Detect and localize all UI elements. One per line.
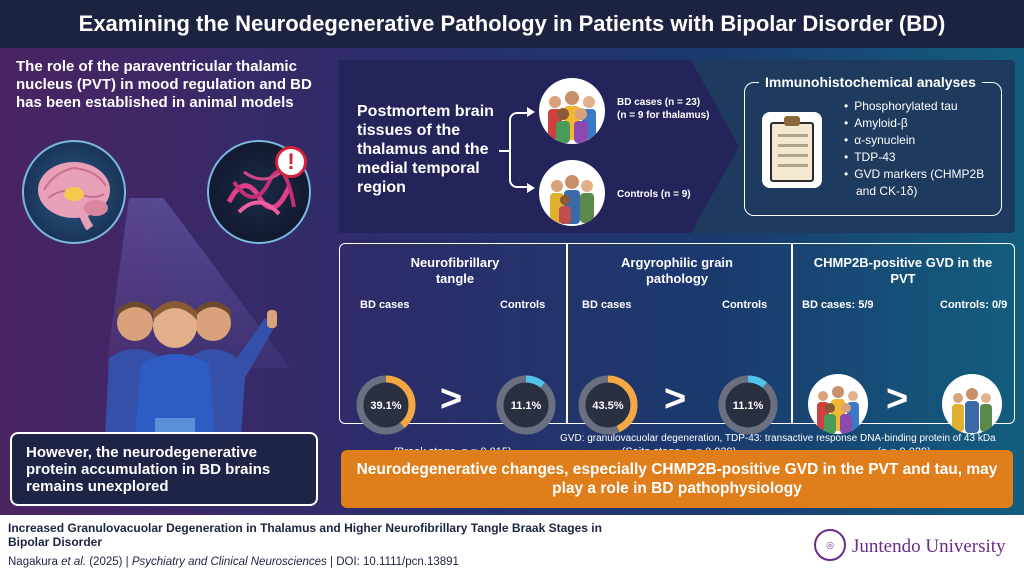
ihc-marker-list: Phosphorylated tau Amyloid-β α-synuclein… bbox=[844, 98, 1004, 200]
checklist-line bbox=[778, 154, 808, 157]
result-agp-controls-label: Controls bbox=[722, 299, 768, 311]
branch-connector bbox=[499, 150, 509, 152]
clipboard-paper bbox=[770, 122, 814, 182]
donut-agp-bd: 43.5% bbox=[578, 375, 638, 435]
ihc-item-continued: and CK-1δ) bbox=[856, 184, 918, 198]
results-panel bbox=[339, 243, 1015, 424]
result-title-agp: Argyrophilic grain pathology bbox=[621, 255, 733, 286]
donut-nft-controls: 11.1% bbox=[496, 375, 556, 435]
donut-agp-controls: 11.1% bbox=[718, 375, 778, 435]
citation-separator: | bbox=[330, 556, 337, 568]
ihc-title: Immunohistochemical analyses bbox=[759, 74, 982, 90]
gvd-bd-people-icon bbox=[808, 374, 868, 434]
citation-separator: | bbox=[125, 556, 132, 568]
university-name: Juntendo University bbox=[852, 536, 1006, 557]
result-title-nft: Neurofibrillary tangle bbox=[410, 255, 500, 286]
bd-cases-count: BD cases (n = 23) bbox=[617, 97, 701, 108]
checklist-line bbox=[778, 144, 808, 147]
citation-etal: et al. bbox=[61, 556, 87, 568]
results-divider bbox=[566, 244, 568, 423]
ihc-item: Phosphorylated tau bbox=[844, 98, 1004, 115]
citation-year: (2025) bbox=[89, 556, 123, 568]
arrow-to-bd-icon bbox=[527, 107, 535, 117]
controls-group-people-icon bbox=[539, 160, 605, 226]
gap-statement-box: However, the neurodegenerative protein a… bbox=[10, 432, 318, 506]
results-divider bbox=[791, 244, 793, 423]
ihc-item: GVD markers (CHMP2B bbox=[844, 166, 1004, 183]
donut-nft-controls-value: 11.1% bbox=[511, 400, 542, 412]
paper-title: Increased Granulovacuolar Degeneration i… bbox=[8, 521, 602, 549]
protein-structure-icon bbox=[207, 140, 311, 244]
citation-authors: Nagakura bbox=[8, 556, 58, 568]
result-gvd-bd-label: BD cases: 5/9 bbox=[802, 299, 874, 311]
donut-agp-controls-value: 11.1% bbox=[733, 400, 764, 412]
gvd-controls-people-icon bbox=[942, 374, 1002, 434]
conclusion-box: Neurodegenerative changes, especially CH… bbox=[341, 450, 1013, 508]
brain-icon bbox=[22, 140, 126, 244]
alert-icon: ! bbox=[275, 146, 307, 178]
result-nft-bd-label: BD cases bbox=[360, 299, 410, 311]
bd-group-people-icon bbox=[539, 78, 605, 144]
result-title-gvd: CHMP2B-positive GVD in the PVT bbox=[813, 255, 993, 286]
checklist-line bbox=[778, 134, 808, 137]
citation: Nagakura et al. (2025) | Psychiatry and … bbox=[8, 556, 459, 568]
result-nft-controls-label: Controls bbox=[500, 299, 546, 311]
checklist-line bbox=[778, 164, 808, 167]
abbreviations-note: GVD: granulovacuolar degeneration, TDP-4… bbox=[560, 433, 996, 444]
donut-agp-bd-value: 43.5% bbox=[592, 400, 623, 412]
ihc-item: Amyloid-β bbox=[844, 115, 1004, 132]
people-illustration bbox=[105, 301, 277, 438]
comparator-gvd: > bbox=[886, 378, 909, 420]
comparator-nft: > bbox=[440, 378, 463, 420]
university-seal-icon: ◎ bbox=[814, 529, 846, 561]
clipboard-clip bbox=[784, 116, 800, 126]
donut-nft-bd: 39.1% bbox=[356, 375, 416, 435]
result-agp-bd-label: BD cases bbox=[582, 299, 632, 311]
footer: Increased Granulovacuolar Degeneration i… bbox=[0, 515, 1024, 576]
intro-text: The role of the paraventricular thalamic… bbox=[16, 58, 312, 111]
donut-nft-bd-value: 39.1% bbox=[370, 400, 401, 412]
branch-connector-fork bbox=[509, 112, 527, 188]
study-design-panel: Postmortem brain tissues of the thalamus… bbox=[339, 60, 1015, 233]
comparator-agp: > bbox=[664, 378, 687, 420]
study-arrow-background bbox=[339, 60, 739, 233]
citation-journal: Psychiatry and Clinical Neurosciences bbox=[131, 556, 327, 568]
arrow-to-controls-icon bbox=[527, 183, 535, 193]
tissue-description: Postmortem brain tissues of the thalamus… bbox=[357, 103, 494, 196]
ihc-item: TDP-43 bbox=[844, 149, 1004, 166]
bd-thalamus-count: (n = 9 for thalamus) bbox=[617, 110, 710, 121]
main-area: The role of the paraventricular thalamic… bbox=[0, 48, 1024, 515]
bd-cases-label: BD cases (n = 23) (n = 9 for thalamus) bbox=[617, 96, 710, 122]
citation-doi: DOI: 10.1111/pcn.13891 bbox=[336, 556, 459, 568]
result-gvd-controls-label: Controls: 0/9 bbox=[940, 299, 1008, 311]
controls-label: Controls (n = 9) bbox=[617, 189, 691, 200]
ihc-item: α-synuclein bbox=[844, 132, 1004, 149]
clipboard-icon bbox=[762, 112, 822, 188]
header-title: Examining the Neurodegenerative Patholog… bbox=[0, 0, 1024, 48]
